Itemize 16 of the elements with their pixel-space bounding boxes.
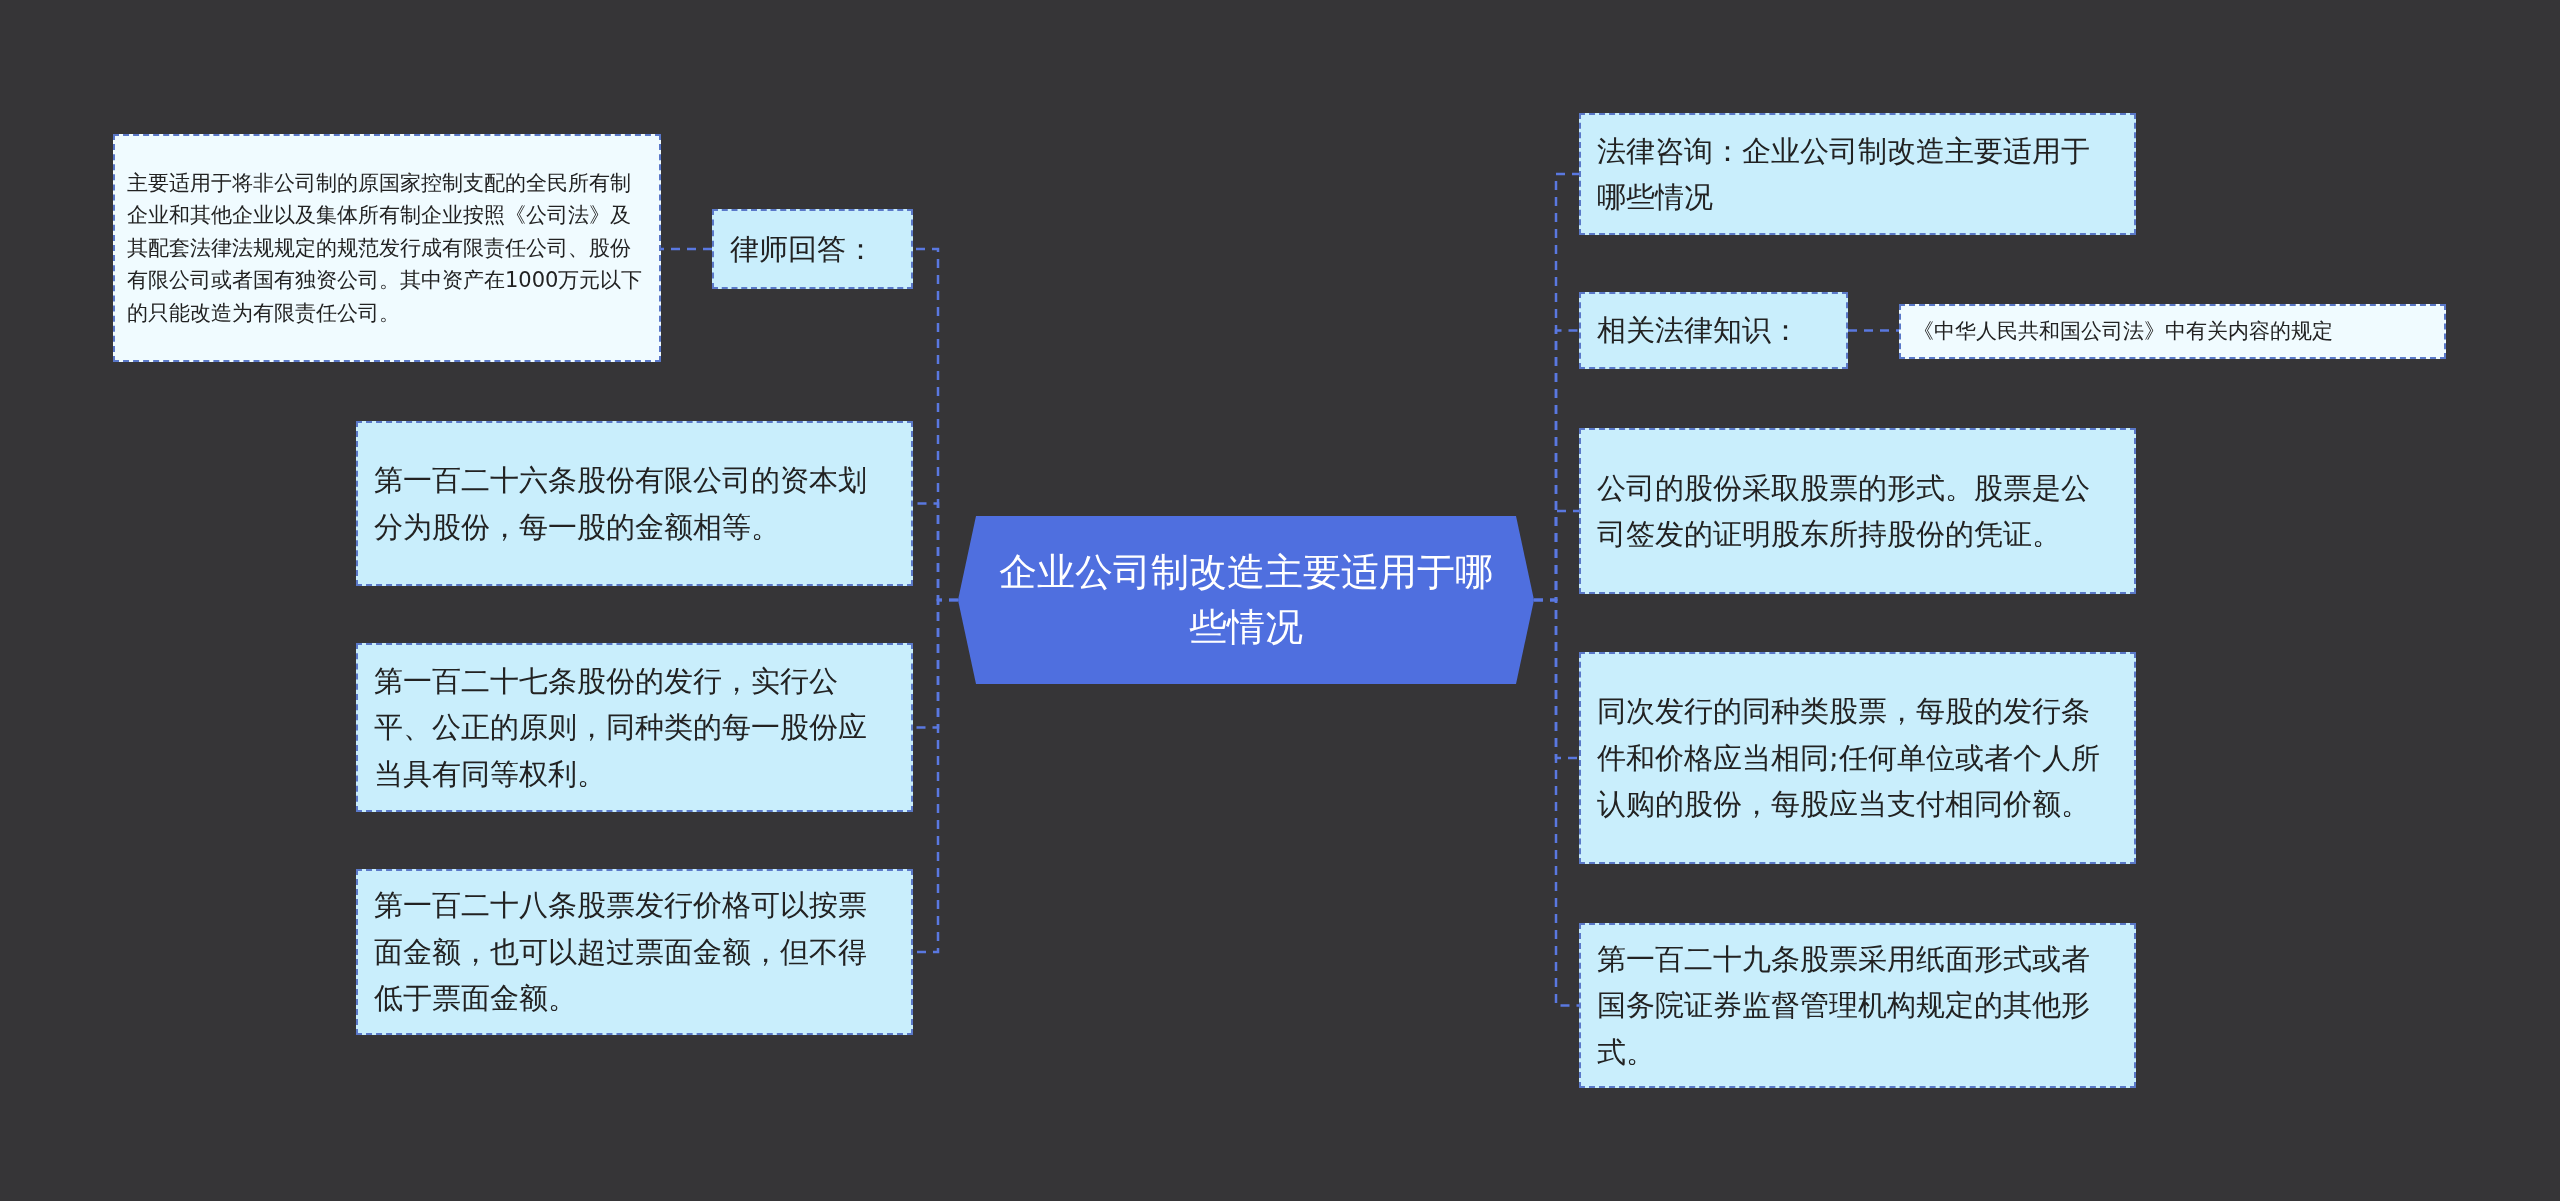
text-box: 公司的股份采取股票的形式。股票是公司签发的证明股东所持股份的凭证。 (1579, 428, 2136, 594)
topic-hexagon (958, 516, 1534, 684)
text-box: 《中华人民共和国公司法》中有关内容的规定 (1899, 304, 2446, 359)
text-box: 主要适用于将非公司制的原国家控制支配的全民所有制企业和其他企业以及集体所有制企业按照《公司法》及其配套法律法规规定的规范发行成有限责任公司、股份有限公司或者国有独资公司。其中资产在1000万元以下的只能改造为有限责任公司。 (113, 134, 661, 362)
text-box: 同次发行的同种类股票，每股的发行条件和价格应当相同;任何单位或者个人所认购的股份，每股应当支付相同价额。 (1579, 652, 2136, 864)
connector-line (1848, 329, 1899, 332)
text-box: 第一百二十七条股份的发行，实行公平、公正的原则，同种类的每一股份应当具有同等权利。 (356, 643, 913, 812)
text-box: 律师回答： (712, 209, 913, 289)
text-box: 第一百二十六条股份有限公司的资本划分为股份，每一股的金额相等。 (356, 421, 913, 586)
text-box: 法律咨询：企业公司制改造主要适用于哪些情况 (1579, 113, 2136, 235)
text-box: 第一百二十八条股票发行价格可以按票面金额，也可以超过票面金额，但不得低于票面金额。 (356, 869, 913, 1035)
connector-line (1534, 598, 1579, 1007)
topic-text: 企业公司制改造主要适用于哪些情况 (998, 548, 1494, 651)
connector-line (661, 247, 712, 251)
text-box: 第一百二十九条股票采用纸面形式或者国务院证券监督管理机构规定的其他形式。 (1579, 923, 2136, 1088)
text-box: 相关法律知识： (1579, 292, 1848, 369)
